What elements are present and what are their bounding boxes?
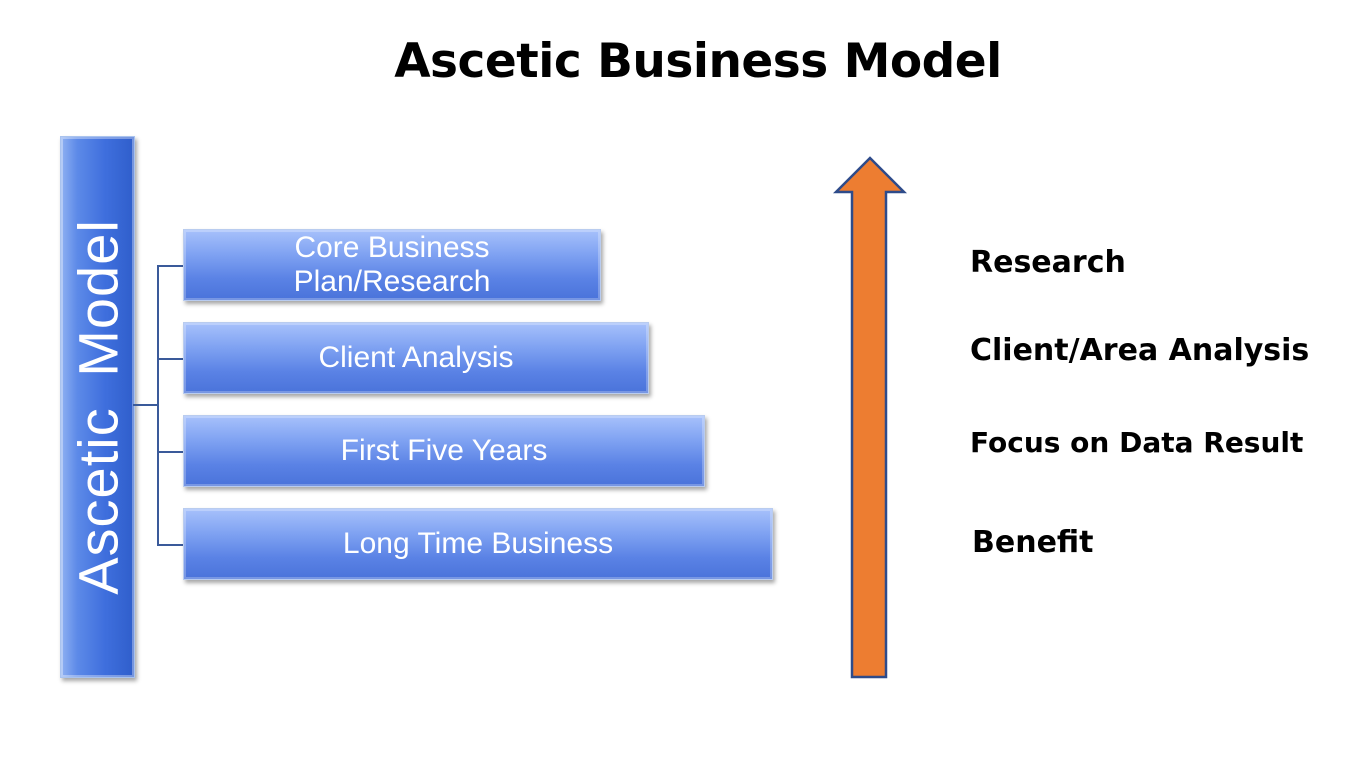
step-label: Client Analysis xyxy=(318,341,514,374)
connector-root-stub xyxy=(133,404,158,406)
page-title: Ascetic Business Model xyxy=(394,34,1002,89)
side-label-client-area-analysis: Client/Area Analysis xyxy=(970,333,1310,368)
side-label-research: Research xyxy=(970,245,1126,280)
step-label: Core Business Plan/Research xyxy=(293,231,491,298)
step-label: Long Time Business xyxy=(342,527,614,560)
connector-branch-4 xyxy=(157,544,183,546)
connector-vertical-trunk xyxy=(157,265,159,545)
step-box-core-business: Core Business Plan/Research xyxy=(183,229,601,301)
step-box-client-analysis: Client Analysis xyxy=(183,322,649,394)
connector-branch-1 xyxy=(157,265,183,267)
step-box-long-time-business: Long Time Business xyxy=(183,508,773,580)
up-arrow-icon xyxy=(832,156,908,679)
side-label-benefit: Benefit xyxy=(972,525,1094,560)
step-label: First Five Years xyxy=(340,434,548,467)
side-label-focus-on-data-result: Focus on Data Result xyxy=(970,426,1304,459)
connector-branch-3 xyxy=(157,451,183,453)
root-node-label: Ascetic Model xyxy=(66,219,129,595)
step-box-first-five-years: First Five Years xyxy=(183,415,705,487)
root-node-box: Ascetic Model xyxy=(60,136,135,678)
connector-branch-2 xyxy=(157,358,183,360)
